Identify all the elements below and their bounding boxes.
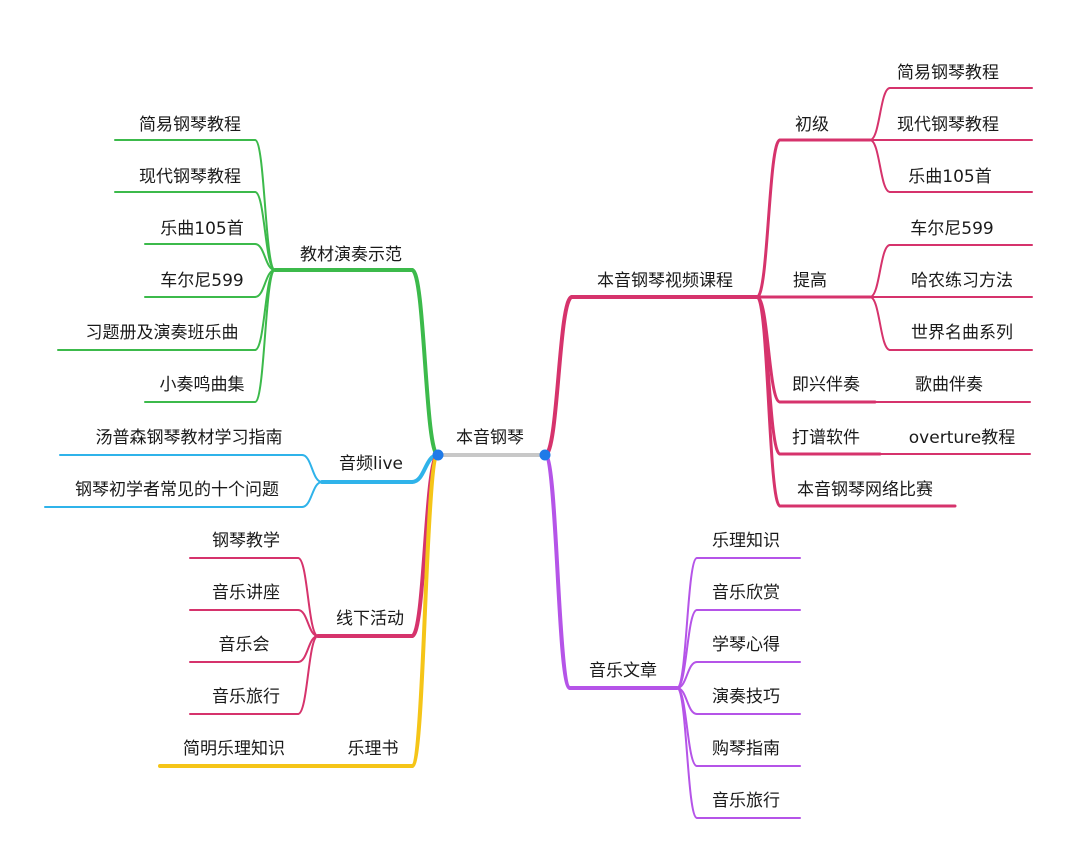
- root-node-label[interactable]: 本音钢琴: [456, 428, 524, 448]
- course-contest-label[interactable]: 本音钢琴网络比赛: [797, 479, 933, 500]
- article-item[interactable]: 音乐旅行: [712, 791, 780, 811]
- edge-article-leaf: [676, 557, 698, 689]
- edge-offline-leaf: [297, 557, 319, 637]
- course-improv-label[interactable]: 即兴伴奏: [792, 375, 860, 395]
- connector-dots: [432, 449, 551, 461]
- article-item[interactable]: 乐理知识: [712, 531, 780, 551]
- edge-course-beginner: [755, 138, 782, 299]
- article-item[interactable]: 购琴指南: [712, 739, 780, 759]
- theory-item[interactable]: 简明乐理知识: [183, 739, 285, 759]
- edge-textbook-leaf: [254, 269, 276, 403]
- branch-textbook-label[interactable]: 教材演奏示范: [300, 245, 402, 265]
- course-level-advanced[interactable]: 提高: [793, 271, 827, 291]
- branch-course-label[interactable]: 本音钢琴视频课程: [597, 271, 733, 291]
- edge-textbook-leaf: [254, 243, 276, 271]
- edge-offline-leaf: [297, 635, 319, 715]
- course-beginner-item[interactable]: 简易钢琴教程: [897, 63, 999, 83]
- edge-course: [543, 295, 574, 457]
- edge-textbook-leaf: [254, 191, 276, 271]
- audio-item[interactable]: 钢琴初学者常见的十个问题: [75, 480, 279, 500]
- edge-beginner-leaf: [869, 87, 891, 141]
- textbook-item[interactable]: 简易钢琴教程: [139, 115, 241, 135]
- labels: 本音钢琴 本音钢琴视频课程 初级 简易钢琴教程 现代钢琴教程 乐曲105首 提高…: [75, 63, 1015, 811]
- offline-item[interactable]: 音乐会: [219, 635, 270, 655]
- course-level-beginner[interactable]: 初级: [795, 115, 829, 135]
- edge-article-leaf: [676, 687, 698, 819]
- offline-item[interactable]: 音乐旅行: [212, 687, 280, 707]
- edge-articles: [543, 453, 572, 690]
- course-advanced-item[interactable]: 车尔尼599: [910, 219, 993, 239]
- textbook-item[interactable]: 习题册及演奏班乐曲: [86, 323, 239, 343]
- edge-beginner-leaf: [869, 139, 891, 193]
- textbook-item[interactable]: 乐曲105首: [160, 219, 243, 239]
- offline-item[interactable]: 音乐讲座: [212, 583, 280, 603]
- course-beginner-item[interactable]: 乐曲105首: [908, 167, 991, 187]
- article-item[interactable]: 音乐欣赏: [712, 583, 780, 603]
- right-connector-dot: [539, 449, 551, 461]
- article-item[interactable]: 学琴心得: [712, 635, 780, 655]
- course-advanced-item[interactable]: 哈农练习方法: [911, 271, 1013, 291]
- branch-audio-label[interactable]: 音频live: [339, 454, 403, 474]
- branch-articles-label[interactable]: 音乐文章: [589, 661, 657, 681]
- textbook-item[interactable]: 车尔尼599: [160, 271, 243, 291]
- branch-theory-label[interactable]: 乐理书: [348, 739, 399, 759]
- edge-textbook-leaf: [254, 139, 276, 271]
- offline-item[interactable]: 钢琴教学: [212, 531, 280, 551]
- edge-advanced-leaf: [869, 244, 891, 298]
- edge-textbook: [410, 268, 440, 457]
- edge-course-contest: [755, 295, 782, 508]
- edge-advanced-leaf: [869, 296, 891, 351]
- edge-theory: [410, 453, 440, 768]
- edge-audio-leaf: [301, 481, 323, 508]
- article-item[interactable]: 演奏技巧: [712, 687, 780, 707]
- course-advanced-item[interactable]: 世界名曲系列: [911, 323, 1013, 343]
- edge-article-leaf: [676, 609, 698, 689]
- edges: [44, 87, 1033, 819]
- edge-offline-leaf: [297, 609, 319, 637]
- course-improv-item[interactable]: 歌曲伴奏: [915, 375, 983, 395]
- course-beginner-item[interactable]: 现代钢琴教程: [897, 115, 999, 135]
- edge-audio-leaf: [301, 454, 323, 483]
- textbook-item[interactable]: 现代钢琴教程: [139, 167, 241, 187]
- course-software-label[interactable]: 打谱软件: [792, 428, 860, 448]
- left-connector-dot: [432, 449, 444, 461]
- course-software-item[interactable]: overture教程: [909, 428, 1015, 448]
- textbook-item[interactable]: 小奏鸣曲集: [160, 375, 245, 395]
- branch-offline-label[interactable]: 线下活动: [336, 609, 404, 629]
- edge-article-leaf: [676, 661, 698, 689]
- audio-item[interactable]: 汤普森钢琴教材学习指南: [96, 428, 283, 448]
